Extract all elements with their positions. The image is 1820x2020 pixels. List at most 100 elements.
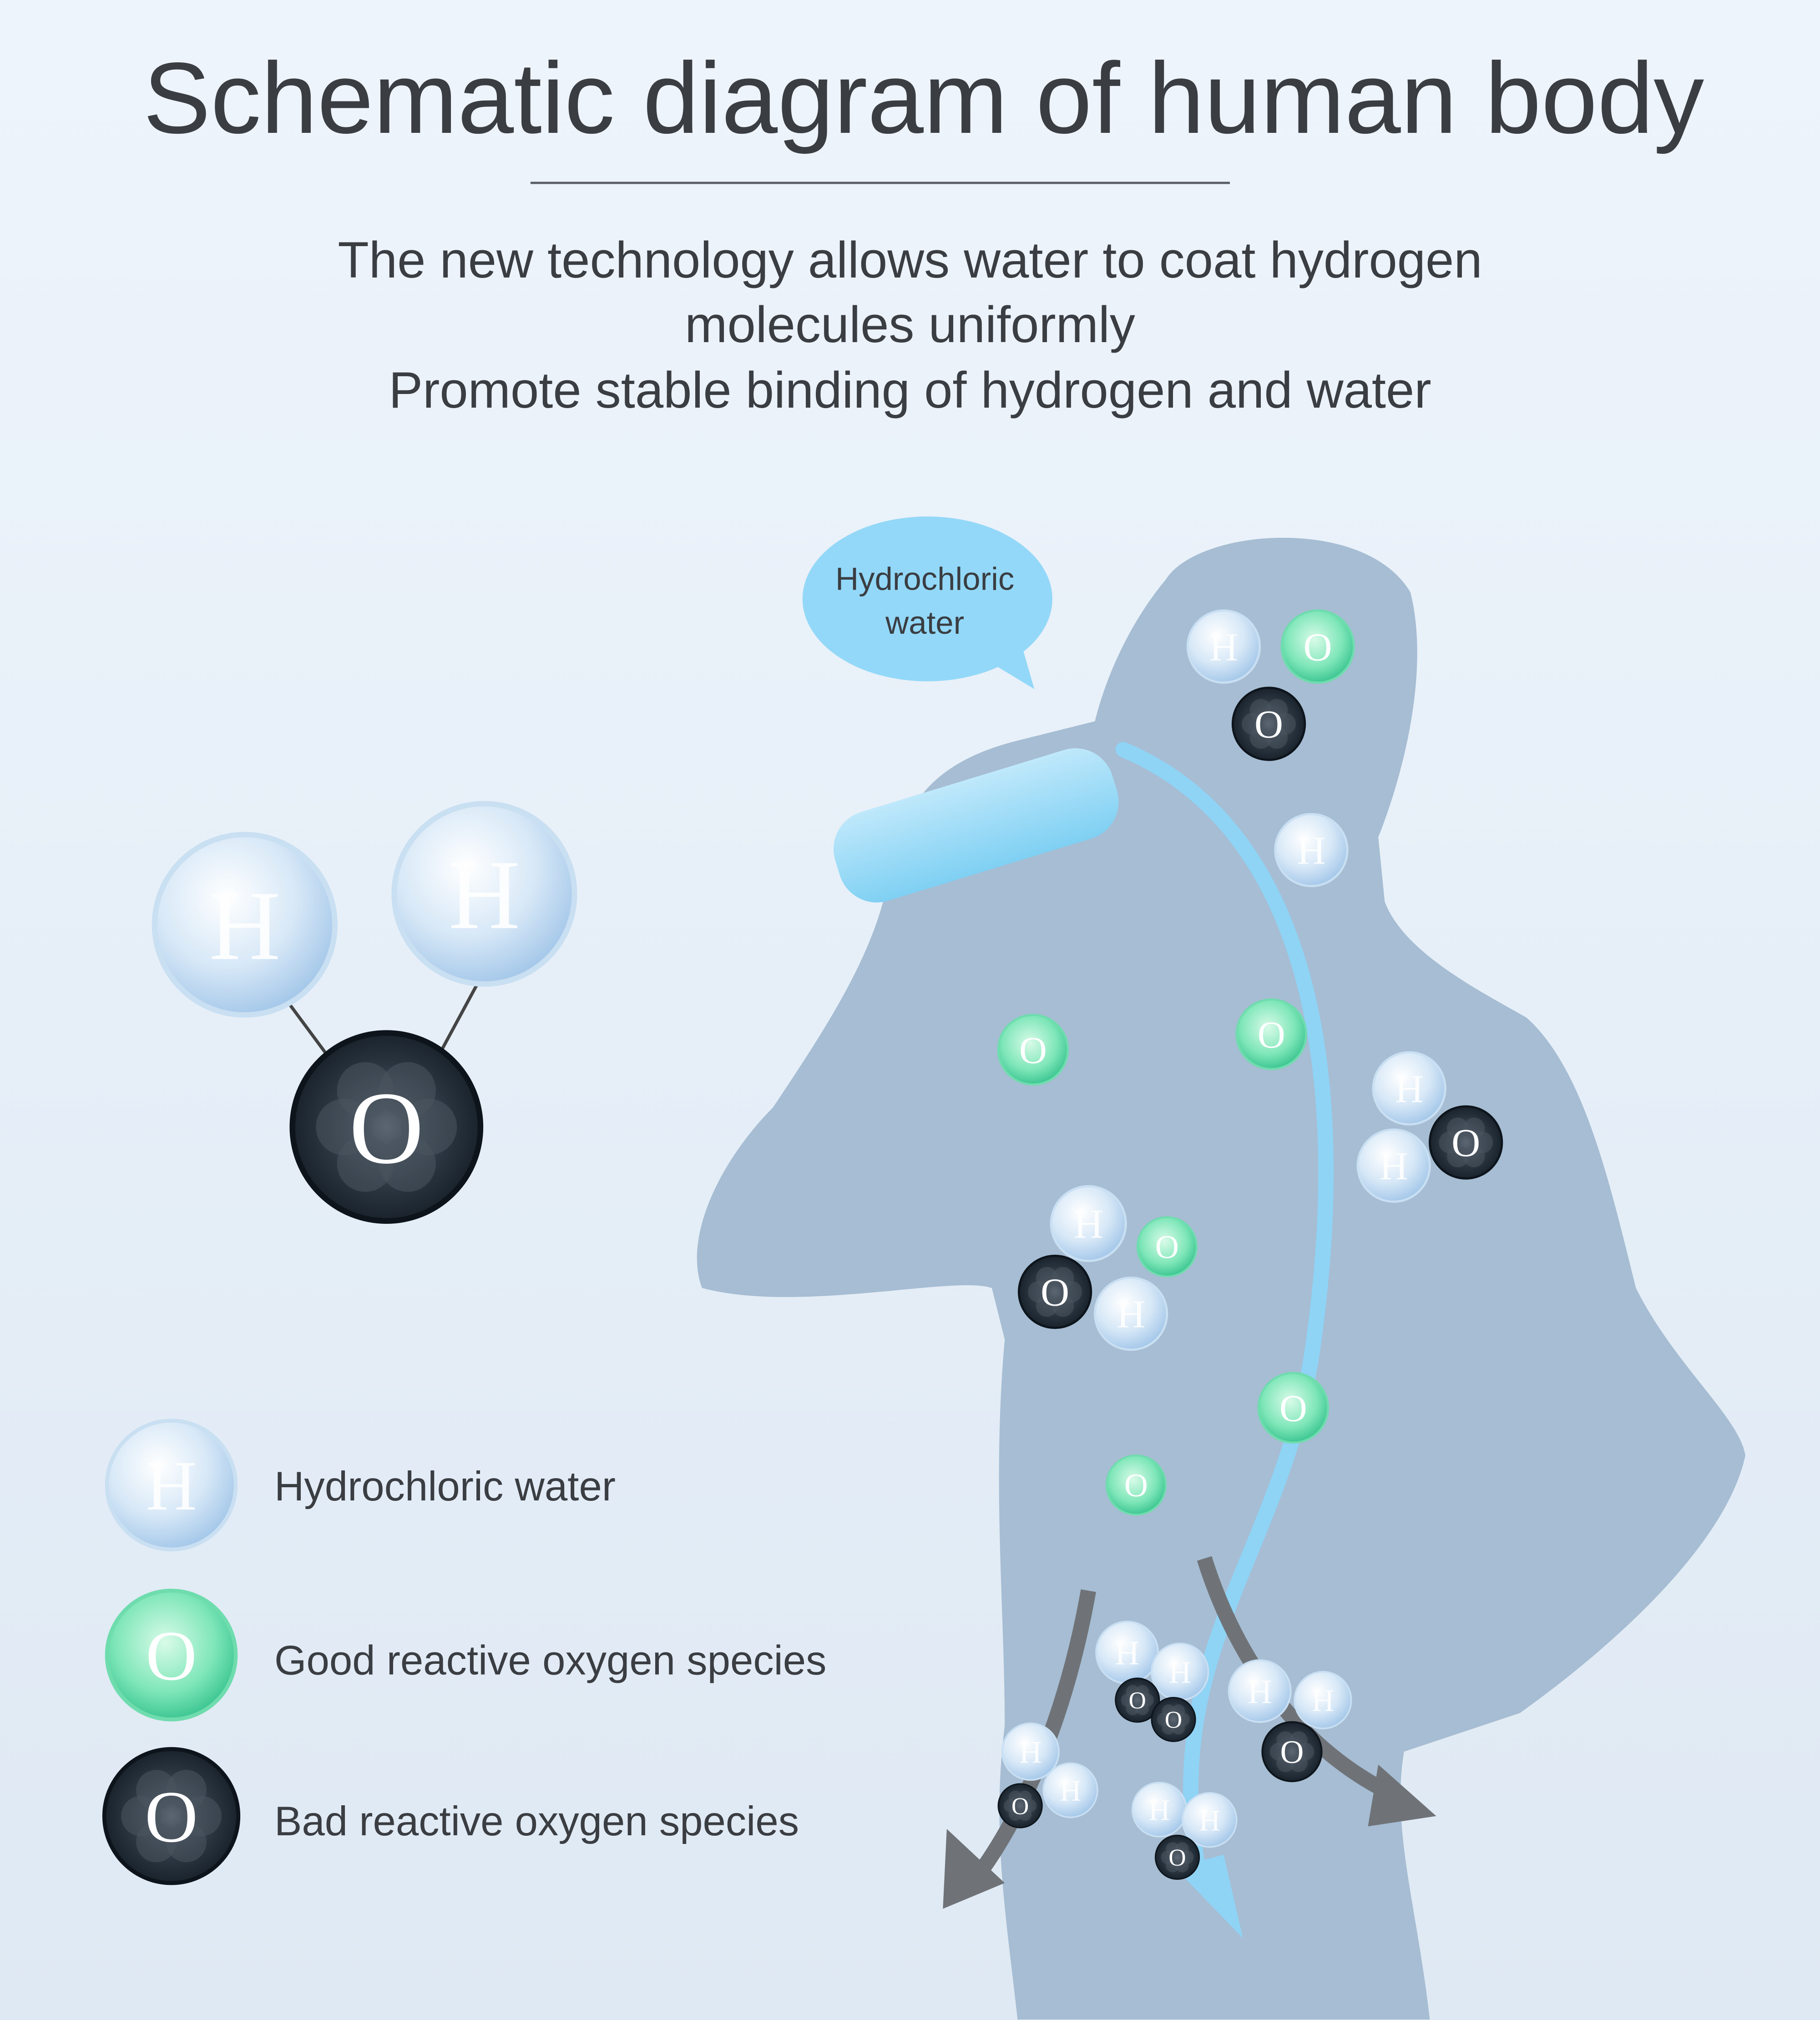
cell-texture	[1162, 1704, 1175, 1718]
page-title: Schematic diagram of human body	[143, 42, 1704, 155]
cell-texture	[1172, 1704, 1185, 1718]
good-oxygen-molecule: O	[1136, 1216, 1198, 1278]
good-oxygen-molecule-circle	[105, 1589, 238, 1722]
hydrogen-molecule: H	[1050, 1185, 1127, 1262]
bad-oxygen-molecule: O	[1231, 687, 1306, 761]
hydrogen-molecule-circle	[1050, 1185, 1127, 1262]
hydrogen-molecule-circle	[1228, 1659, 1292, 1723]
hydrogen-molecule-circle	[1001, 1722, 1060, 1781]
hydrogen-symbol: H	[1312, 1683, 1334, 1718]
cell-texture	[1126, 1685, 1139, 1698]
good-oxygen-molecule: O	[1280, 609, 1355, 684]
arrowhead-right	[1368, 1764, 1436, 1827]
hydrogen-molecule: H	[1001, 1722, 1060, 1781]
cell-texture	[379, 1135, 436, 1192]
legend: Hydrochloric water Good reactive oxygen …	[274, 1464, 826, 1844]
cell-texture	[1052, 1295, 1074, 1317]
oxygen-symbol: O	[1254, 702, 1283, 746]
bad-oxygen-molecule: O	[1017, 1254, 1092, 1329]
good-oxygen-molecule-circle	[1280, 609, 1355, 684]
oxygen-symbol: O	[1165, 1707, 1182, 1733]
cell-texture	[136, 1770, 177, 1810]
good-oxygen-molecule: O	[1235, 998, 1307, 1071]
hydrogen-molecule: H	[1228, 1659, 1292, 1723]
good-oxygen-molecule: O	[1257, 1372, 1330, 1444]
hydrogen-symbol: H	[449, 840, 520, 950]
hydrogen-molecule: H	[1131, 1782, 1188, 1838]
hydrogen-symbol: H	[146, 1446, 197, 1525]
cell-texture	[1018, 1808, 1032, 1821]
hydrogen-molecule: H	[1186, 609, 1261, 684]
oxygen-symbol: O	[1155, 1229, 1179, 1265]
hydrogen-molecule-circle	[1182, 1792, 1238, 1848]
cell-texture	[337, 1062, 394, 1119]
cell-texture	[379, 1062, 436, 1119]
hydrogen-molecule-circle	[1186, 609, 1261, 684]
subtitle-line-1: The new technology allows water to coat …	[338, 232, 1482, 288]
oxygen-symbol: O	[1041, 1270, 1069, 1314]
hydrogen-molecule: H	[105, 1419, 238, 1551]
speech-bubble-line-2: water	[885, 605, 964, 641]
good-oxygen-molecule-circle	[1105, 1454, 1167, 1516]
hydrogen-molecule-circle	[152, 832, 338, 1018]
subtitle-line-2: molecules uniformly	[685, 296, 1135, 353]
hydrogen-symbol: H	[1199, 1804, 1220, 1837]
oxygen-symbol: O	[146, 1616, 197, 1695]
cell-texture	[1266, 727, 1288, 749]
oxygen-symbol: O	[1011, 1793, 1029, 1819]
good-oxygen-molecule-circle	[997, 1014, 1069, 1086]
hydrogen-symbol: H	[1074, 1202, 1103, 1247]
oxygen-symbol: O	[1258, 1014, 1285, 1056]
cell-texture	[1463, 1117, 1485, 1139]
oxygen-symbol: O	[1124, 1468, 1148, 1504]
cell-texture	[1266, 699, 1288, 721]
cell-texture	[1276, 1731, 1294, 1749]
cell-texture	[1289, 1731, 1308, 1749]
cell-texture	[1052, 1267, 1074, 1289]
legend-label-hydrogen: Hydrochloric water	[274, 1464, 616, 1510]
hydrogen-symbol: H	[1209, 625, 1238, 669]
cell-texture	[1136, 1702, 1149, 1716]
cell-texture	[1166, 1842, 1179, 1855]
cell-texture	[1018, 1790, 1032, 1804]
hydrogen-molecule: H	[1294, 1671, 1352, 1730]
hydrogen-molecule: H	[1372, 1051, 1446, 1126]
hydrogen-symbol: H	[1117, 1292, 1145, 1336]
bad-oxygen-molecule: O	[1151, 1697, 1196, 1742]
bad-oxygen-molecule: O	[102, 1747, 241, 1885]
cell-texture	[1136, 1685, 1149, 1698]
hydrogen-symbol: H	[1019, 1735, 1041, 1769]
oxygen-symbol: O	[1304, 625, 1332, 669]
good-oxygen-molecule-circle	[1136, 1216, 1198, 1278]
cell-texture	[1249, 699, 1272, 721]
hydrogen-molecule-circle	[1294, 1671, 1352, 1730]
oxygen-symbol: O	[349, 1071, 424, 1186]
speech-bubble-line-1: Hydrochloric	[835, 561, 1014, 597]
oxygen-symbol: O	[1019, 1029, 1047, 1071]
cell-texture	[1447, 1117, 1469, 1139]
hydrogen-molecule-circle	[1042, 1762, 1098, 1818]
bad-oxygen-molecule: O	[289, 1030, 484, 1224]
hydrogen-symbol: H	[1380, 1144, 1408, 1188]
subtitle-line-3: Promote stable binding of hydrogen and w…	[389, 362, 1431, 419]
oxygen-symbol: O	[1280, 1734, 1304, 1770]
cell-texture	[1175, 1859, 1189, 1873]
hydrogen-molecule: H	[1356, 1128, 1431, 1203]
oxygen-symbol: O	[145, 1777, 198, 1858]
legend-label-good-oxygen: Good reactive oxygen species	[274, 1637, 826, 1683]
hydrogen-molecule-circle	[105, 1419, 238, 1551]
hydrogen-molecule: H	[1042, 1762, 1098, 1818]
speech-bubble: Hydrochloric water	[802, 516, 1052, 689]
bad-oxygen-molecule: O	[1115, 1677, 1160, 1723]
cell-texture	[1175, 1842, 1189, 1855]
cell-texture	[1463, 1146, 1485, 1167]
hydrogen-molecule: H	[1093, 1276, 1168, 1351]
human-silhouette	[697, 537, 1746, 2020]
water-bottle	[834, 748, 1119, 903]
hydrogen-symbol: H	[1168, 1655, 1191, 1689]
stream-arrowhead	[1174, 1854, 1243, 1939]
oxygen-symbol: O	[1168, 1845, 1186, 1871]
cell-texture	[1008, 1790, 1022, 1804]
cell-texture	[166, 1822, 207, 1863]
